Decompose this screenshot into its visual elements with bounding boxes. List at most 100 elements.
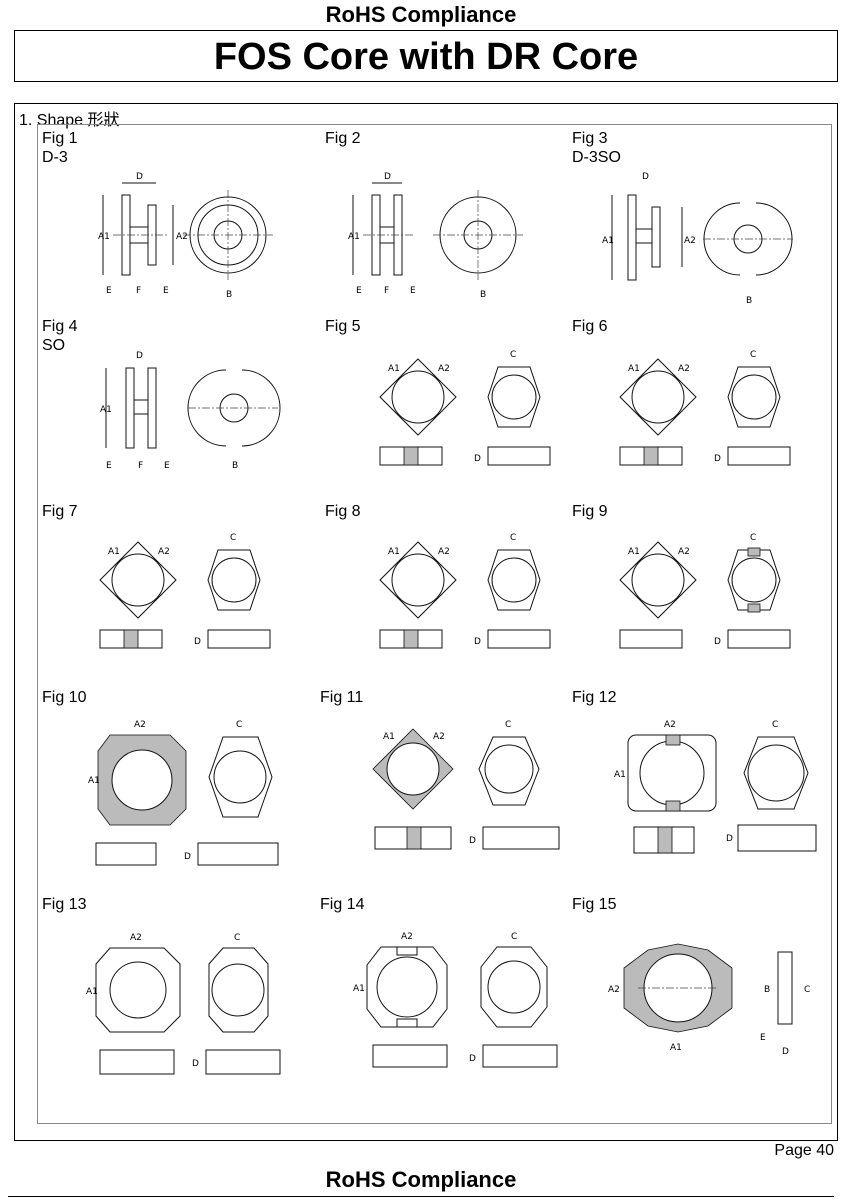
fig-9-drawing: A1 A2 C D bbox=[619, 533, 791, 649]
fig-9-label: Fig 9 bbox=[572, 503, 608, 520]
svg-text:A2: A2 bbox=[158, 547, 170, 557]
svg-text:A1: A1 bbox=[353, 984, 365, 994]
fig-12-label: Fig 12 bbox=[572, 689, 617, 706]
svg-text:A1: A1 bbox=[628, 364, 640, 374]
svg-text:D: D bbox=[469, 1054, 476, 1064]
svg-text:B: B bbox=[232, 461, 238, 471]
fig-10-label: Fig 10 bbox=[42, 689, 87, 706]
svg-text:D: D bbox=[474, 454, 481, 464]
svg-text:C: C bbox=[750, 533, 756, 543]
fig-7-label: Fig 7 bbox=[42, 503, 78, 520]
fig-6-drawing: A1 A2 C D bbox=[619, 350, 791, 466]
fig-12-drawing: A2 A1 C D bbox=[614, 720, 817, 854]
svg-text:A1: A1 bbox=[628, 547, 640, 557]
svg-text:C: C bbox=[234, 933, 240, 943]
svg-text:E: E bbox=[760, 1033, 766, 1043]
svg-text:D: D bbox=[782, 1047, 789, 1057]
svg-text:A1: A1 bbox=[670, 1043, 682, 1053]
svg-text:D: D bbox=[469, 836, 476, 846]
svg-text:A2: A2 bbox=[678, 364, 690, 374]
fig-2-drawing: A1 D E F E B bbox=[348, 172, 523, 300]
fig-11-drawing: A1 A2 C D bbox=[372, 720, 560, 850]
fig-11-label: Fig 11 bbox=[320, 689, 364, 706]
svg-text:C: C bbox=[230, 533, 236, 543]
fig-8-label: Fig 8 bbox=[325, 503, 361, 520]
fig-1-dim-d: D bbox=[136, 172, 143, 182]
svg-text:D: D bbox=[136, 351, 143, 361]
svg-text:C: C bbox=[236, 720, 242, 730]
svg-text:D: D bbox=[714, 637, 721, 647]
svg-text:A2: A2 bbox=[664, 720, 676, 730]
svg-text:C: C bbox=[510, 533, 516, 543]
fig-1-dim-a2: A2 bbox=[176, 232, 188, 242]
svg-text:D: D bbox=[474, 637, 481, 647]
svg-text:D: D bbox=[714, 454, 721, 464]
svg-text:A1: A1 bbox=[614, 770, 626, 780]
svg-text:E: E bbox=[163, 286, 169, 296]
fig-6-label: Fig 6 bbox=[572, 318, 608, 335]
fig-14-drawing: A2 A1 C D bbox=[353, 932, 558, 1068]
svg-text:A2: A2 bbox=[608, 985, 620, 995]
svg-text:F: F bbox=[136, 286, 141, 296]
svg-text:B: B bbox=[226, 290, 232, 300]
svg-text:A1: A1 bbox=[388, 547, 400, 557]
header-rohs: RoHS Compliance bbox=[325, 2, 517, 27]
svg-text:E: E bbox=[410, 286, 416, 296]
svg-text:A2: A2 bbox=[130, 933, 142, 943]
svg-text:A1: A1 bbox=[383, 732, 395, 742]
fig-13-label: Fig 13 bbox=[42, 896, 87, 913]
svg-text:A1: A1 bbox=[602, 236, 614, 246]
svg-text:A1: A1 bbox=[348, 232, 360, 242]
footer-rohs: RoHS Compliance bbox=[325, 1167, 517, 1192]
svg-text:E: E bbox=[164, 461, 170, 471]
svg-text:E: E bbox=[356, 286, 362, 296]
fig-4-drawing: A1 D E F E B bbox=[100, 351, 281, 471]
svg-text:C: C bbox=[505, 720, 511, 730]
svg-text:A1: A1 bbox=[388, 364, 400, 374]
footer-divider bbox=[8, 1196, 834, 1197]
fig-8-drawing: A1 A2 C D bbox=[379, 533, 551, 649]
svg-text:A2: A2 bbox=[678, 547, 690, 557]
fig-15-drawing: A2 A1 B C E D bbox=[608, 943, 810, 1057]
svg-text:A2: A2 bbox=[401, 932, 413, 942]
svg-text:D: D bbox=[192, 1059, 199, 1069]
svg-text:C: C bbox=[772, 720, 778, 730]
svg-text:B: B bbox=[480, 290, 486, 300]
svg-text:C: C bbox=[750, 350, 756, 360]
svg-text:D: D bbox=[726, 834, 733, 844]
svg-text:E: E bbox=[106, 461, 112, 471]
page-number: Page 40 bbox=[774, 1142, 834, 1159]
page-title: FOS Core with DR Core bbox=[14, 30, 838, 82]
fig-2-label: Fig 2 bbox=[325, 130, 361, 147]
svg-text:A2: A2 bbox=[438, 364, 450, 374]
svg-text:E: E bbox=[106, 286, 112, 296]
svg-text:F: F bbox=[384, 286, 389, 296]
fig-5-label: Fig 5 bbox=[325, 318, 361, 335]
svg-text:D: D bbox=[184, 852, 191, 862]
fig-13-drawing: A2 A1 C D bbox=[86, 933, 281, 1075]
fig-10-drawing: A2 A1 C D bbox=[88, 720, 279, 866]
svg-text:A1: A1 bbox=[100, 405, 112, 415]
svg-text:B: B bbox=[746, 296, 752, 306]
svg-text:D: D bbox=[642, 172, 649, 182]
svg-text:A2: A2 bbox=[684, 236, 696, 246]
fig-15-label: Fig 15 bbox=[572, 896, 617, 913]
svg-text:D: D bbox=[384, 172, 391, 182]
svg-text:A2: A2 bbox=[438, 547, 450, 557]
svg-text:F: F bbox=[138, 461, 143, 471]
svg-text:B: B bbox=[764, 985, 770, 995]
svg-text:A1: A1 bbox=[86, 987, 98, 997]
svg-text:A1: A1 bbox=[108, 547, 120, 557]
svg-text:C: C bbox=[511, 932, 517, 942]
svg-text:A2: A2 bbox=[433, 732, 445, 742]
svg-text:A1: A1 bbox=[88, 776, 100, 786]
fig-14-label: Fig 14 bbox=[320, 896, 365, 913]
